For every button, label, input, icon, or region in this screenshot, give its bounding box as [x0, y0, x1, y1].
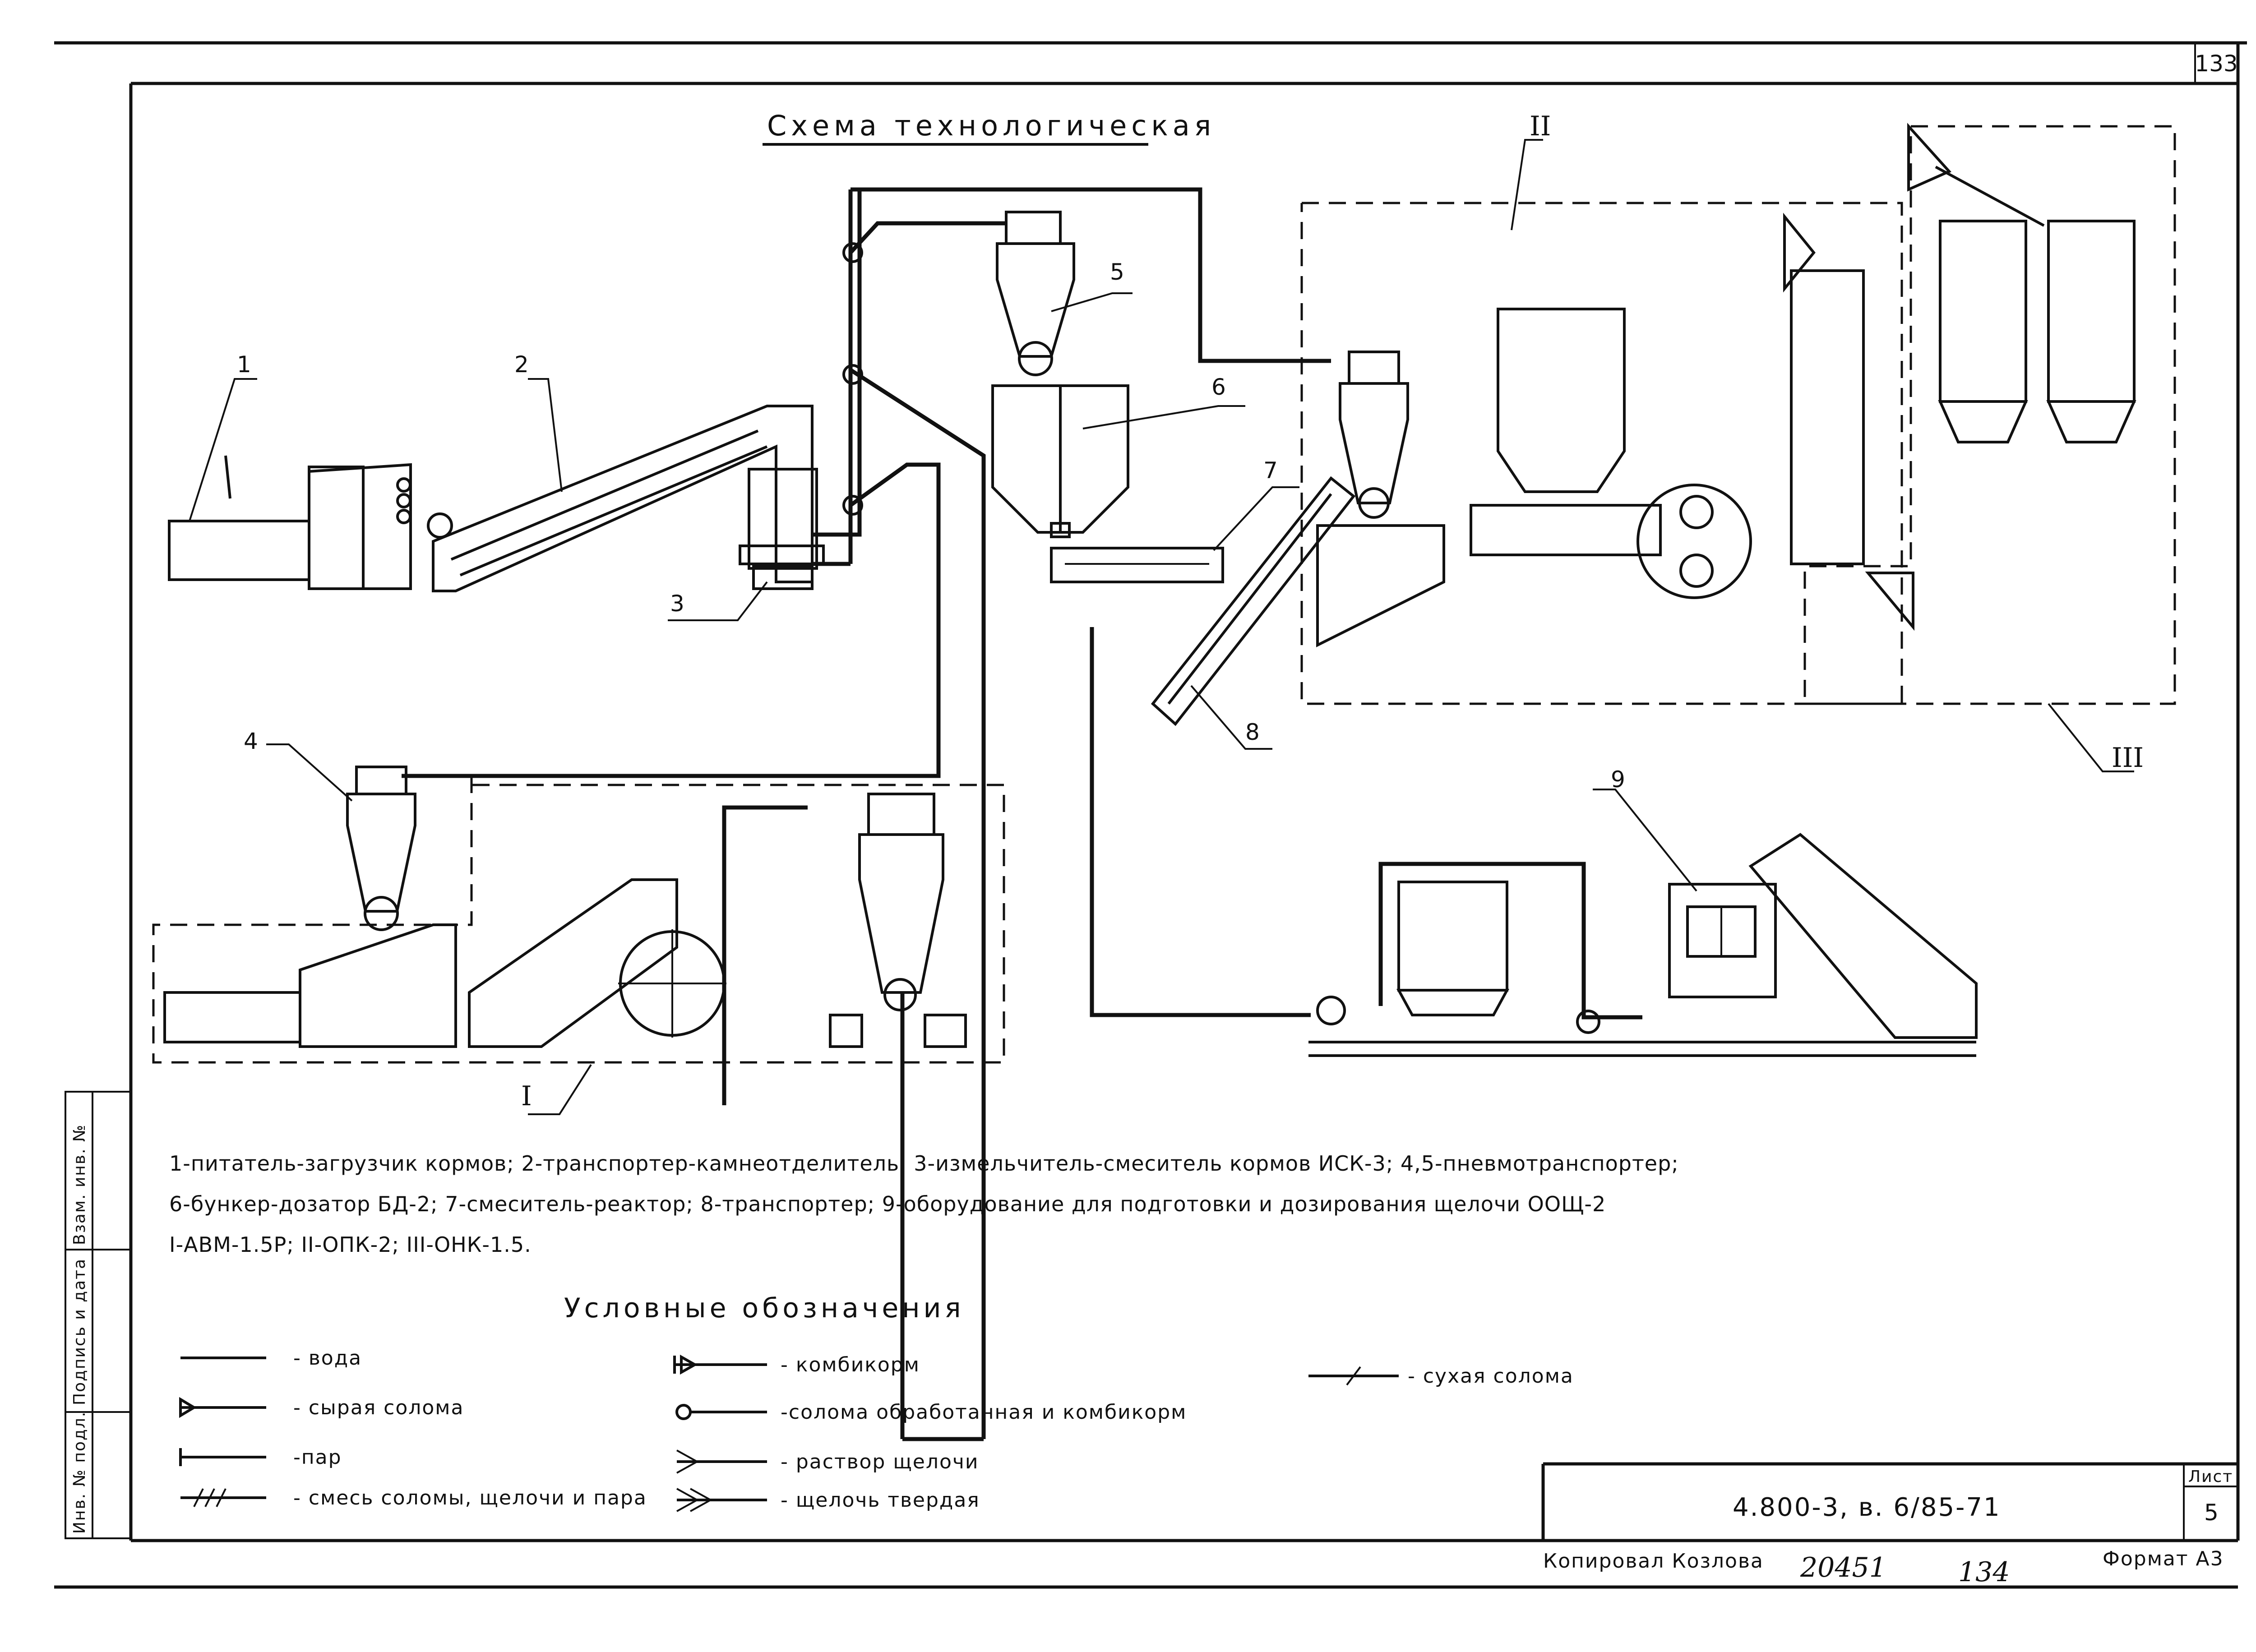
pipe-network — [402, 187, 1642, 1441]
item-label-5: 5 — [1110, 259, 1124, 285]
hopper-dispenser-6 — [991, 384, 1129, 538]
item-label-2: 2 — [514, 351, 529, 378]
block-II-equipment — [1316, 212, 1865, 647]
copied-by: Копировал Козлова — [1543, 1550, 1764, 1573]
legend-steam: -пар — [293, 1446, 342, 1469]
legend-title: Условные обозначения — [564, 1292, 965, 1324]
pneumatic-conveyor-5 — [996, 211, 1075, 376]
block-label-II: II — [1530, 111, 1551, 142]
handwritten-number-2: 134 — [1958, 1556, 2010, 1588]
side-field-signature-date: Подпись и дата — [70, 1258, 89, 1405]
legend-raw-straw: - сырая солома — [293, 1396, 464, 1419]
sheet-number: 5 — [2204, 1500, 2219, 1526]
item-label-8: 8 — [1245, 719, 1260, 745]
caption-line-2: 6-бункер-дозатор БД-2; 7-смеситель-реакт… — [169, 1192, 1606, 1216]
scheme-title: Схема технологическая — [767, 109, 1216, 142]
block-label-III: III — [2112, 742, 2144, 774]
conveyor-8 — [1151, 476, 1356, 726]
item-label-3: 3 — [670, 591, 684, 617]
mixer-reactor-7 — [1050, 547, 1224, 583]
side-fields-block — [65, 1091, 132, 1539]
grinder-mixer-3 — [739, 468, 825, 590]
legend-mix: - смесь соломы, щелочи и пара — [293, 1486, 647, 1509]
legend-alkali-solid: - щелочь твердая — [781, 1489, 980, 1512]
legend-feed: - комбикорм — [781, 1353, 920, 1376]
block-III-boundary — [1803, 125, 2176, 705]
page-number: 133 — [2195, 51, 2238, 77]
item-label-1: 1 — [237, 351, 251, 378]
handwritten-number-1: 20451 — [1800, 1552, 1886, 1583]
side-field-inv-number: Инв. № подл. — [70, 1411, 89, 1534]
alkali-preparation-equipment-9 — [1308, 833, 1978, 1057]
item-label-6: 6 — [1211, 374, 1226, 400]
conveyor-stone-separator-2 — [432, 405, 814, 592]
block-label-I: I — [521, 1080, 532, 1112]
feeder-loader-1 — [168, 455, 453, 590]
legend-water: - вода — [293, 1347, 362, 1370]
caption-line-3: I-АВМ-1.5Р; II-ОПК-2; III-ОНК-1.5. — [169, 1232, 532, 1257]
caption-line-1: 1-питатель-загрузчик кормов; 2-транспорт… — [169, 1151, 1679, 1176]
block-III-equipment — [1865, 123, 2136, 631]
side-field-replacement-inv: Взам. инв. № — [70, 1124, 89, 1245]
sheet-label: Лист — [2188, 1467, 2233, 1486]
legend-symbols — [179, 1354, 1399, 1512]
title-stamp — [1541, 1462, 2238, 1541]
legend-alkali-solution: - раствор щелочи — [781, 1450, 979, 1473]
item-label-4: 4 — [244, 728, 258, 754]
block-I-boundary — [152, 776, 1005, 1064]
document-code: 4.800-3, в. 6/85-71 — [1733, 1493, 2001, 1522]
pneumatic-conveyor-4 — [346, 766, 416, 931]
item-label-9: 9 — [1611, 766, 1625, 793]
block-II-boundary — [1300, 202, 1903, 705]
item-label-7: 7 — [1263, 457, 1278, 484]
paper-format: Формат А3 — [2103, 1547, 2224, 1570]
legend-treated: -солома обработанная и комбикорм — [781, 1401, 1187, 1424]
legend-dry-straw: - сухая солома — [1408, 1365, 1574, 1388]
leader-1 — [189, 378, 257, 521]
sheet-frame — [54, 41, 2247, 1589]
block-I-equipment — [163, 793, 967, 1048]
